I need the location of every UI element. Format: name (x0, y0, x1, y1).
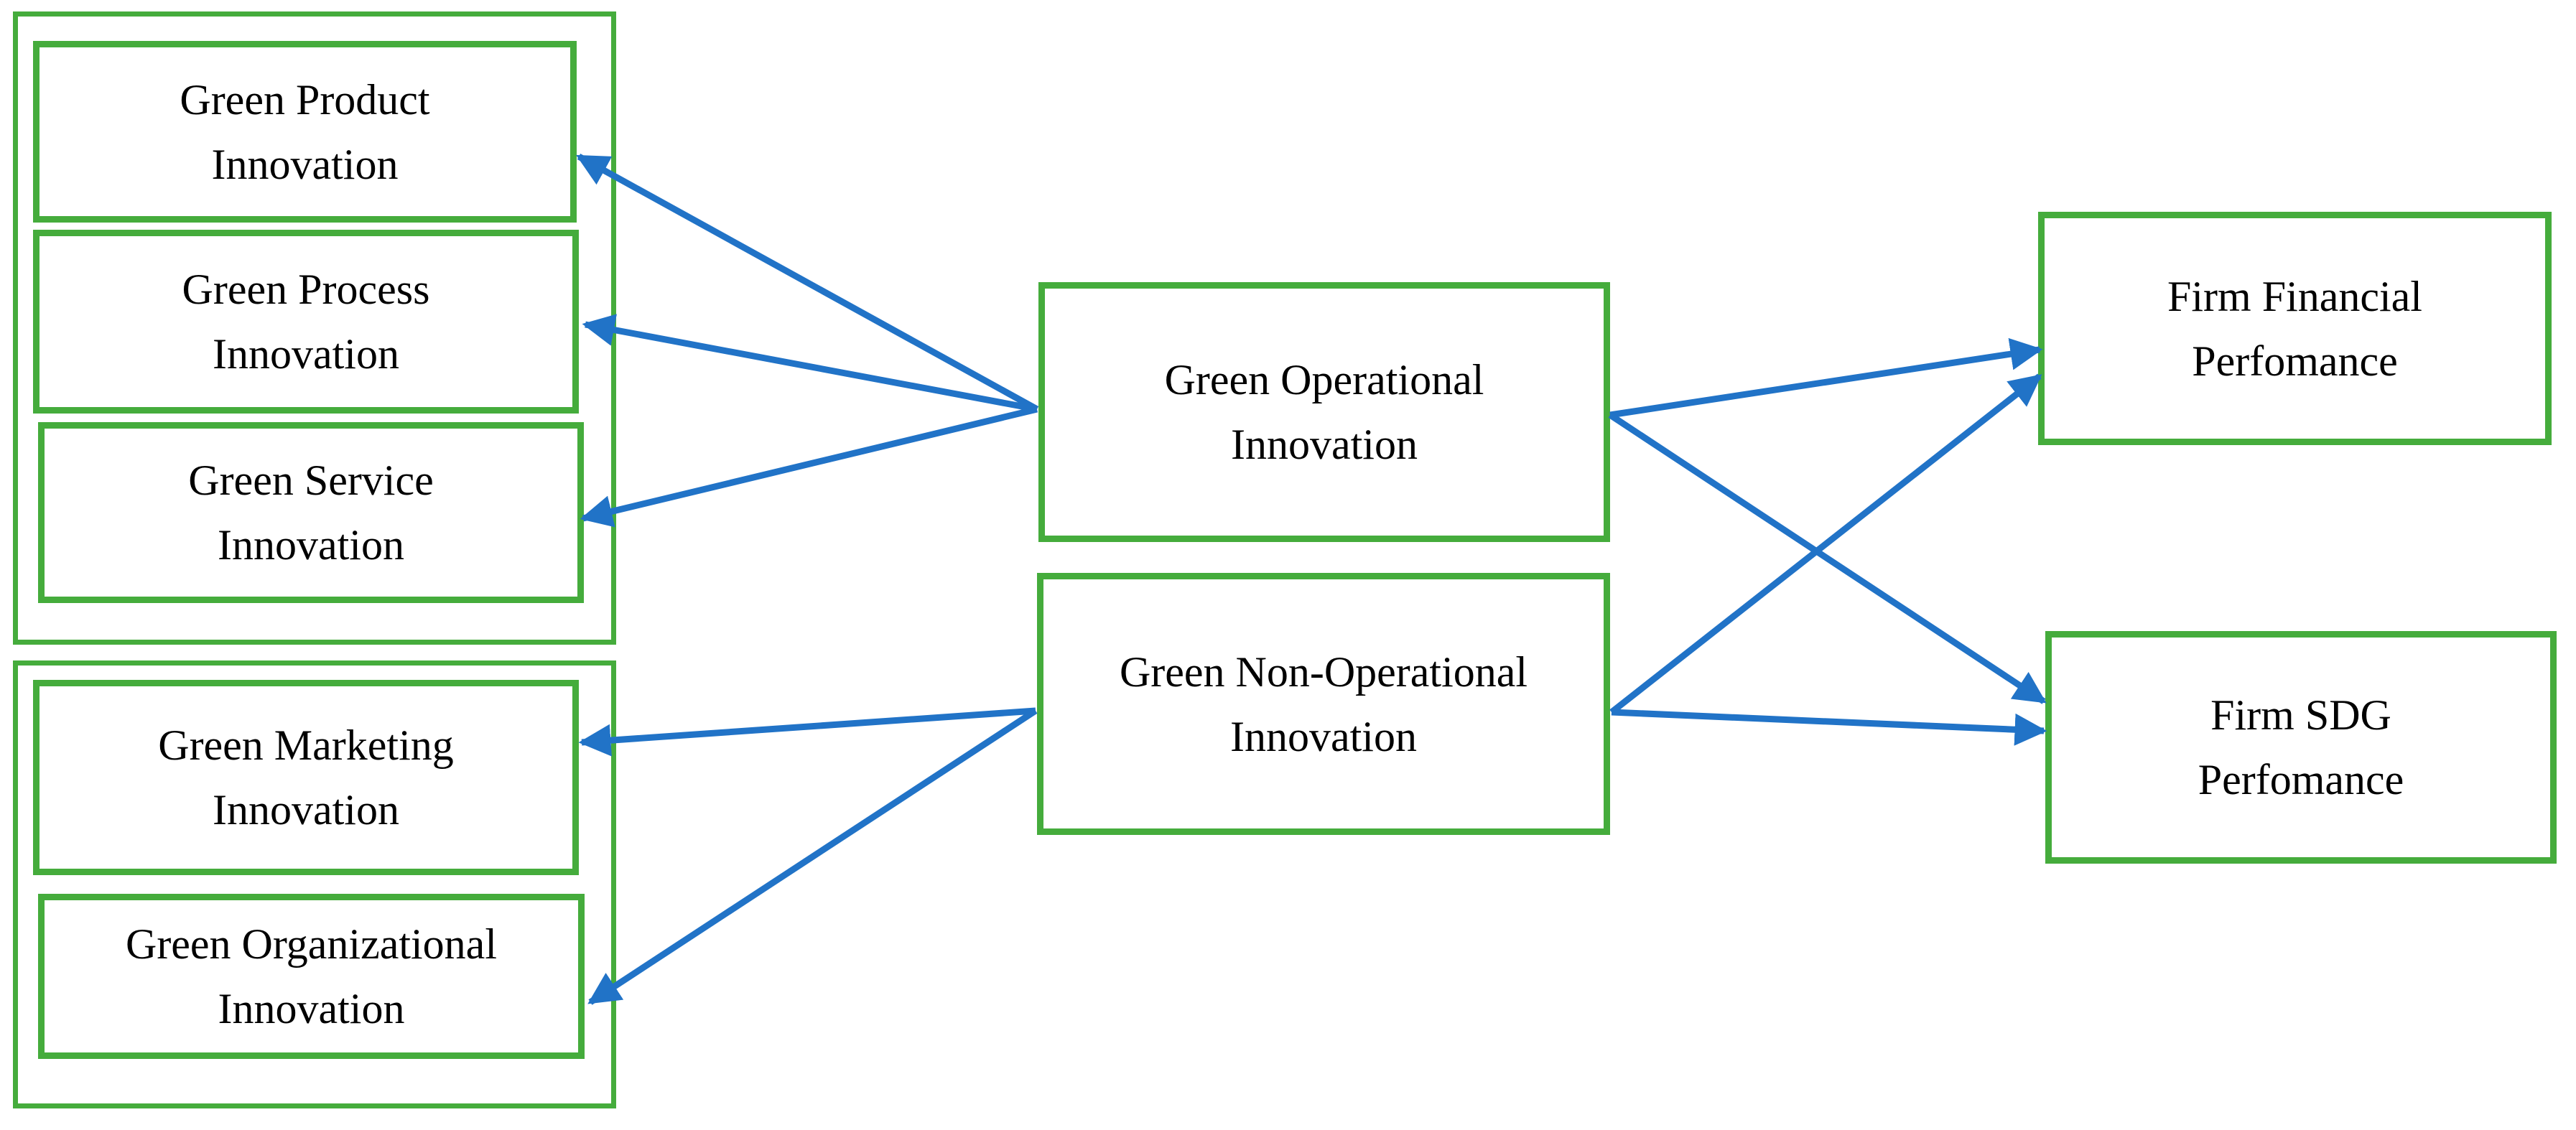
arrow-non_operational-to-sdg (1611, 709, 2047, 746)
box-firm-sdg-performance: Firm SDG Perfomance (2045, 631, 2557, 864)
green-organizational-innovation-label: Green Organizational Innovation (125, 920, 497, 1032)
box-green-non-operational-innovation: Green Non-Operational Innovation (1037, 573, 1610, 835)
arrow-operational-to-sdg (1608, 412, 2047, 704)
box-green-product-innovation: Green Product Innovation (33, 41, 577, 223)
arrow-non_operational-to-financial (1609, 373, 2042, 715)
arrow-non_operational-to-marketing (578, 707, 1036, 757)
box-firm-financial-performance: Firm Financial Perfomance (2038, 212, 2552, 445)
arrow-operational-to-financial (1609, 337, 2043, 419)
arrow-operational-to-product (576, 154, 1039, 412)
box-green-process-innovation: Green Process Innovation (33, 230, 579, 414)
box-green-service-innovation: Green Service Innovation (38, 422, 584, 603)
arrow-operational-to-process (582, 314, 1038, 413)
firm-sdg-performance-label: Firm SDG Perfomance (2198, 691, 2404, 803)
green-non-operational-innovation-label: Green Non-Operational Innovation (1119, 648, 1528, 760)
green-product-innovation-label: Green Product Innovation (180, 75, 430, 188)
arrow-non_operational-to-organizational (587, 708, 1038, 1005)
box-green-organizational-innovation: Green Organizational Innovation (38, 894, 585, 1059)
green-operational-innovation-label: Green Operational Innovation (1164, 356, 1484, 468)
green-service-innovation-label: Green Service Innovation (188, 457, 434, 569)
green-marketing-innovation-label: Green Marketing Innovation (158, 722, 454, 834)
box-green-operational-innovation: Green Operational Innovation (1038, 282, 1610, 542)
box-green-marketing-innovation: Green Marketing Innovation (33, 680, 579, 875)
firm-financial-performance-label: Firm Financial Perfomance (2167, 272, 2422, 385)
green-process-innovation-label: Green Process Innovation (182, 266, 430, 378)
arrow-operational-to-service (580, 406, 1038, 528)
